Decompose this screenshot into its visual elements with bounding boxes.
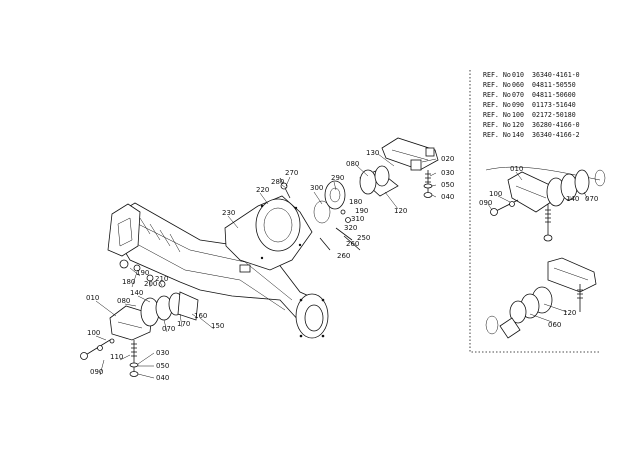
ref-part-number: 36340-4166-2 xyxy=(532,131,580,139)
ref-row: REF. No 090 01173-51640 xyxy=(483,101,576,109)
leader-lines xyxy=(95,153,437,379)
ref-label: REF. No xyxy=(483,71,511,79)
reference-table: REF. No 010 36340-4161-0 REF. No 060 048… xyxy=(483,71,580,139)
ref-number: 140 xyxy=(512,131,524,139)
part-label: 070 xyxy=(162,325,175,333)
part-label: 070 xyxy=(585,195,598,203)
part-label: 060 xyxy=(548,321,561,329)
part-label: 220 xyxy=(256,186,269,194)
ref-number: 070 xyxy=(512,91,524,99)
ref-part-number: 01173-51640 xyxy=(532,101,576,109)
part-label: 130 xyxy=(366,149,379,157)
part-label: 300 xyxy=(310,184,323,192)
ref-label: REF. No xyxy=(483,91,511,99)
part-label: 320 xyxy=(344,224,357,232)
part-label: 250 xyxy=(357,234,370,242)
ref-row: REF. No 070 04811-50600 xyxy=(483,91,576,99)
detail-upper-drawing xyxy=(485,166,606,242)
detail-leader-lines xyxy=(487,171,589,323)
ref-number: 010 xyxy=(512,71,524,79)
part-label: 050 xyxy=(156,362,169,370)
part-label: 190 xyxy=(136,269,149,277)
part-label: 090 xyxy=(90,368,103,376)
ref-part-number: 02172-50180 xyxy=(532,111,576,119)
part-label: 020 xyxy=(441,155,454,163)
ref-row: REF. No 100 02172-50180 xyxy=(483,111,576,119)
part-label: 140 xyxy=(566,195,579,203)
ref-label: REF. No xyxy=(483,121,511,129)
ref-label: REF. No xyxy=(483,111,511,119)
ref-label: REF. No xyxy=(483,101,511,109)
part-label: 150 xyxy=(211,322,224,330)
axle-housing-drawing xyxy=(80,137,439,377)
ref-row: REF. No 140 36340-4166-2 xyxy=(483,131,580,139)
ref-label: REF. No xyxy=(483,131,511,139)
ref-number: 120 xyxy=(512,121,524,129)
part-label: 210 xyxy=(155,275,168,283)
part-label: 310 xyxy=(351,215,364,223)
ref-label: REF. No xyxy=(483,81,511,89)
ref-part-number: 04811-50600 xyxy=(532,91,576,99)
part-label: 280 xyxy=(271,178,284,186)
part-label: 030 xyxy=(441,169,454,177)
part-label: 230 xyxy=(222,209,235,217)
part-label: 080 xyxy=(117,297,130,305)
part-label: 040 xyxy=(441,193,454,201)
part-label: 050 xyxy=(441,181,454,189)
part-label: 100 xyxy=(87,329,100,337)
part-label: 120 xyxy=(563,309,576,317)
ref-part-number: 04811-50550 xyxy=(532,81,576,89)
ref-part-number: 36280-4166-0 xyxy=(532,121,580,129)
part-label: 260 xyxy=(337,252,350,260)
part-label: 100 xyxy=(489,190,502,198)
part-label: 160 xyxy=(194,312,207,320)
ref-part-number: 36340-4161-0 xyxy=(532,71,580,79)
part-label: 040 xyxy=(156,374,169,382)
part-label: 270 xyxy=(285,169,298,177)
ref-row: REF. No 010 36340-4161-0 xyxy=(483,71,580,79)
part-label: 170 xyxy=(177,320,190,328)
ref-row: REF. No 120 36280-4166-0 xyxy=(483,121,580,129)
part-label: 190 xyxy=(355,207,368,215)
part-label: 180 xyxy=(122,278,135,286)
part-label: 080 xyxy=(346,160,359,168)
detail-part-labels: 010 100 090 140 070 060 120 xyxy=(479,165,598,329)
part-label: 110 xyxy=(110,353,123,361)
part-label: 120 xyxy=(394,207,407,215)
part-label: 010 xyxy=(86,294,99,302)
part-label: 090 xyxy=(479,199,492,207)
ref-number: 090 xyxy=(512,101,524,109)
part-label: 180 xyxy=(349,198,362,206)
ref-number: 060 xyxy=(512,81,524,89)
part-label: 010 xyxy=(510,165,523,173)
detail-lower-drawing xyxy=(485,257,597,339)
ref-number: 100 xyxy=(512,111,524,119)
detail-box-border xyxy=(469,70,600,353)
main-part-labels: 130 020 080 030 050 040 120 270 280 300 … xyxy=(86,149,454,382)
part-label: 260 xyxy=(346,240,359,248)
ref-row: REF. No 060 04811-50550 xyxy=(483,81,576,89)
part-label: 140 xyxy=(130,289,143,297)
part-label: 030 xyxy=(156,349,169,357)
part-label: 200 xyxy=(144,280,157,288)
part-label: 290 xyxy=(331,174,344,182)
